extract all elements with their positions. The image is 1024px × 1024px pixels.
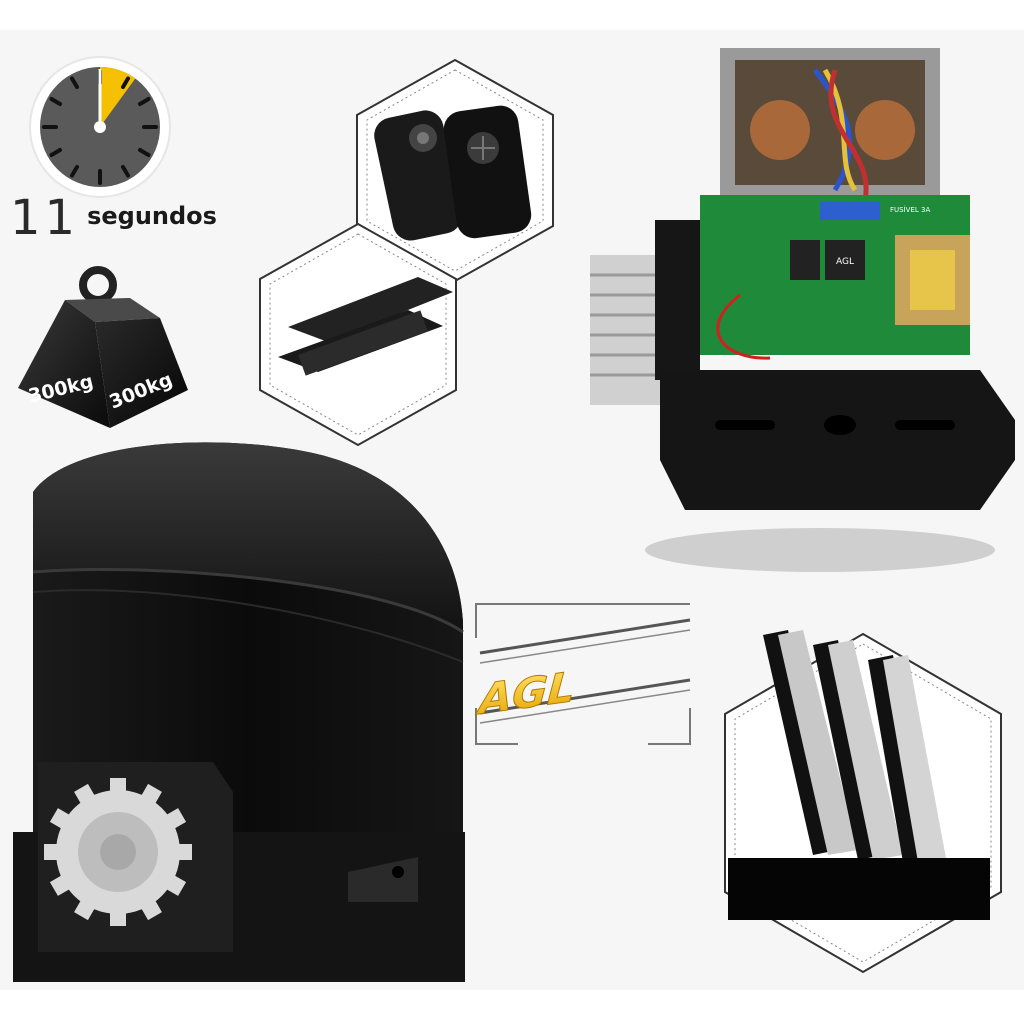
gear-racks-panel [724,630,1002,974]
timer-unit: segundos [87,202,217,230]
brackets-panel [259,222,457,447]
brand-logo-panel: AGL [474,603,691,745]
drive-gear [44,778,192,926]
black-label-band [728,858,990,920]
bottom-white-band [0,990,1024,1024]
relay-label: AGL [836,257,854,267]
bracket-icon [278,277,453,376]
top-white-band [0,0,1024,30]
brand-logo-text: AGL [474,664,576,725]
gear-rack-icon [763,630,946,862]
timer-value: 11 [10,190,80,246]
weight-icon [18,266,188,428]
fuse-label: FUSÍVEL 3A [890,205,930,214]
control-board-photo: AGL FUSÍVEL 3A [590,48,1015,572]
remote-control-icon [374,110,462,241]
stopwatch-icon [29,56,171,198]
gate-motor-photo [13,442,465,982]
